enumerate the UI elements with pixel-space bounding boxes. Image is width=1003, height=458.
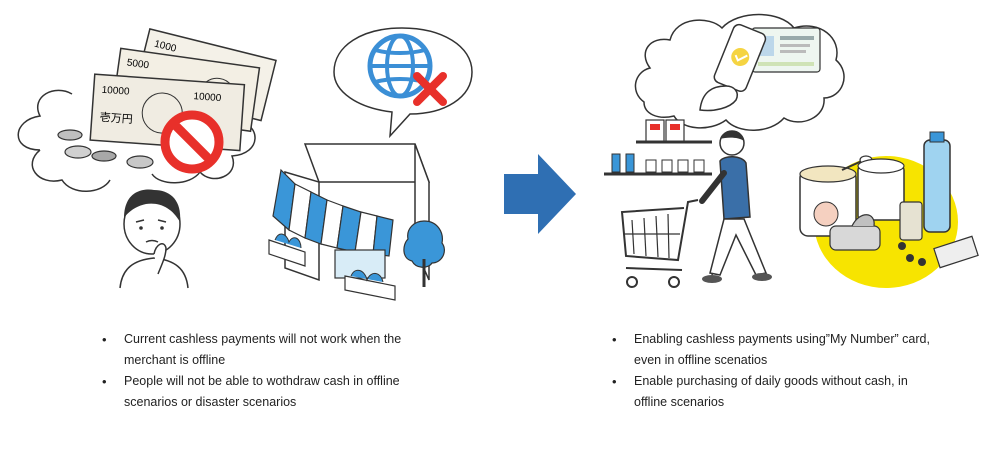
offline-cross-icon	[413, 72, 447, 106]
store-awning	[272, 168, 394, 257]
prohibited-icon	[160, 110, 224, 174]
banknote-label-5000: 5000	[126, 57, 150, 71]
shopping-person-icon	[699, 130, 772, 283]
left-bullet-2: People will not be able to wothdraw cash…	[94, 371, 424, 413]
right-bullet-1: Enabling cashless payments using”My Numb…	[604, 329, 944, 371]
right-bullet-2: Enable purchasing of daily goods without…	[604, 371, 944, 413]
shelf-icon	[604, 119, 712, 176]
shopping-cart-icon	[620, 199, 699, 288]
left-bullet-1: Current cashless payments will not work …	[94, 329, 424, 371]
banknote-label-10000-b: 10000	[193, 91, 222, 104]
banknote-label-yen: 壱万円	[99, 110, 133, 126]
left-panel: 1000 5000 10000 壱万円 10000	[0, 0, 473, 458]
left-bullet-list: Current cashless payments will not work …	[94, 329, 424, 413]
offline-speech-bubble	[333, 27, 473, 139]
banknote-label-10000: 10000	[101, 85, 130, 98]
daily-goods-icon	[799, 131, 979, 288]
flow-arrow-icon	[504, 154, 576, 234]
store-icon	[268, 143, 431, 301]
right-panel: Enabling cashless payments using”My Numb…	[590, 0, 1003, 458]
smartphone-icon	[699, 23, 767, 112]
tree-icon	[403, 220, 445, 287]
right-bullet-list: Enabling cashless payments using”My Numb…	[604, 329, 944, 413]
coins-icon	[57, 129, 154, 169]
banknote-label-1000: 1000	[153, 39, 178, 55]
worried-person-icon	[119, 189, 189, 289]
